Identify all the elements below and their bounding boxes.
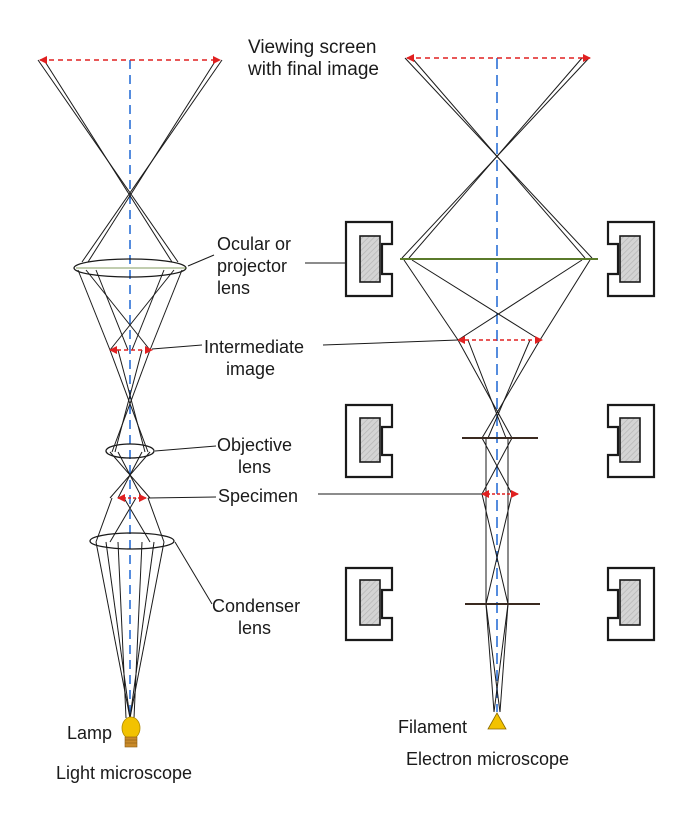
label-viewing-screen-line2: with final image xyxy=(247,59,379,80)
triangle-filament-icon xyxy=(487,712,507,730)
electromagnet-coil-icon xyxy=(344,566,394,642)
electromagnet-coil-icon xyxy=(344,403,394,479)
leader-lines xyxy=(147,254,482,605)
label-lamp: Lamp xyxy=(67,723,112,743)
label-electron-microscope: Electron microscope xyxy=(406,749,569,769)
electron-microscope xyxy=(344,54,656,730)
electromagnet-coil-icon xyxy=(606,403,656,479)
label-objective-line2: lens xyxy=(238,457,271,477)
electromagnet-coil-icon xyxy=(606,220,656,298)
label-light-microscope: Light microscope xyxy=(56,763,192,783)
label-intermediate-line1: Intermediate xyxy=(204,337,304,357)
light-microscope xyxy=(37,56,223,748)
light-bulb-icon xyxy=(121,716,141,748)
light-condenser-lens xyxy=(89,532,175,550)
electromagnet-coil-icon xyxy=(344,220,394,298)
label-objective-line1: Objective xyxy=(217,435,292,455)
light-rays xyxy=(37,59,223,719)
light-objective-lens xyxy=(105,443,155,459)
label-viewing-screen-line1: Viewing screen xyxy=(248,37,377,58)
label-intermediate-line2: image xyxy=(226,359,275,379)
label-ocular-line1: Ocular or xyxy=(217,234,291,254)
labels: Viewing screen with final image Ocular o… xyxy=(56,37,569,783)
electron-rays xyxy=(401,57,593,713)
label-specimen: Specimen xyxy=(218,486,298,506)
label-filament: Filament xyxy=(398,717,467,737)
electromagnet-coil-icon xyxy=(606,566,656,642)
label-ocular-line3: lens xyxy=(217,278,250,298)
label-condenser-line1: Condenser xyxy=(212,596,300,616)
label-ocular-line2: projector xyxy=(217,256,287,276)
label-condenser-line2: lens xyxy=(238,618,271,638)
